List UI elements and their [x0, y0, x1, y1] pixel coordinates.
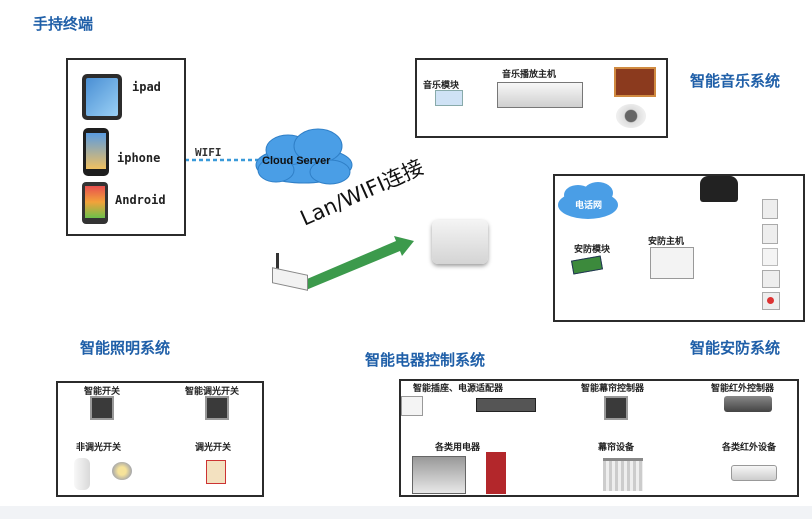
appliance-col1-label: 智能插座、电源适配器: [413, 384, 504, 394]
socket-icon: [401, 396, 423, 416]
curtain-icon: [603, 458, 643, 491]
security-host-label: 安防主机: [648, 237, 685, 247]
gateway-icon: [432, 220, 488, 264]
lighting-sub1-label: 非调光开关: [76, 443, 122, 453]
sensor-icon: [762, 224, 778, 244]
footer-strip: [0, 506, 812, 519]
speaker-icon: [616, 104, 646, 128]
appliance-col3-label: 智能红外控制器: [711, 384, 775, 394]
appliance-sub2-label: 幕帘设备: [598, 443, 635, 453]
appliance-sub3-label: 各类红外设备: [722, 443, 777, 453]
music-host-label: 音乐播放主机: [502, 70, 557, 80]
lan-arrow: [300, 236, 414, 290]
android-label: Android: [115, 193, 166, 207]
ipad-label: ipad: [132, 80, 161, 94]
lighting-sub2-label: 调光开关: [195, 443, 232, 453]
wifi-label: WIFI: [195, 146, 222, 159]
music-host-icon: [497, 82, 583, 108]
air-conditioner-icon: [731, 465, 777, 481]
music-panel-icon: [614, 67, 656, 97]
ipad-device: [82, 74, 122, 120]
iphone-device: [83, 128, 109, 176]
tv-icon: [412, 456, 466, 494]
phone-network-label: 电话网: [575, 201, 603, 211]
appliance-title: 智能电器控制系统: [365, 351, 486, 369]
security-title: 智能安防系统: [690, 339, 781, 357]
switch-icon: [90, 396, 114, 420]
router-icon: [272, 253, 308, 293]
power-strip-icon: [476, 398, 536, 412]
appliance-col2-label: 智能幕帘控制器: [581, 384, 645, 394]
music-title: 智能音乐系统: [690, 72, 781, 90]
sensor-icon: [762, 248, 778, 266]
spotlight-icon: [112, 462, 132, 480]
android-device: [82, 182, 108, 224]
lighting-title: 智能照明系统: [80, 339, 171, 357]
iphone-label: iphone: [117, 151, 161, 165]
dimmer-switch-icon: [205, 396, 229, 420]
cloud-server-label: Cloud Server: [262, 155, 331, 167]
fridge-icon: [486, 452, 506, 494]
handheld-title: 手持终端: [33, 15, 94, 33]
sensor-icon: [762, 199, 778, 219]
sensor-icon: [762, 270, 780, 288]
lamp-icon: [206, 460, 226, 484]
security-module-label: 安防模块: [574, 245, 611, 255]
telephone-icon: [700, 176, 738, 202]
music-module-label: 音乐模块: [423, 81, 460, 91]
security-host-icon: [650, 247, 694, 279]
appliance-sub1-label: 各类用电器: [435, 443, 481, 453]
curtain-controller-icon: [604, 396, 628, 420]
ir-controller-icon: [724, 396, 772, 412]
lighting-switch2-label: 智能调光开关: [185, 387, 240, 397]
panic-button-icon: [762, 292, 780, 310]
lighting-switch1-label: 智能开关: [84, 387, 121, 397]
bulb-icon: [74, 458, 90, 490]
music-module-icon: [435, 90, 463, 106]
